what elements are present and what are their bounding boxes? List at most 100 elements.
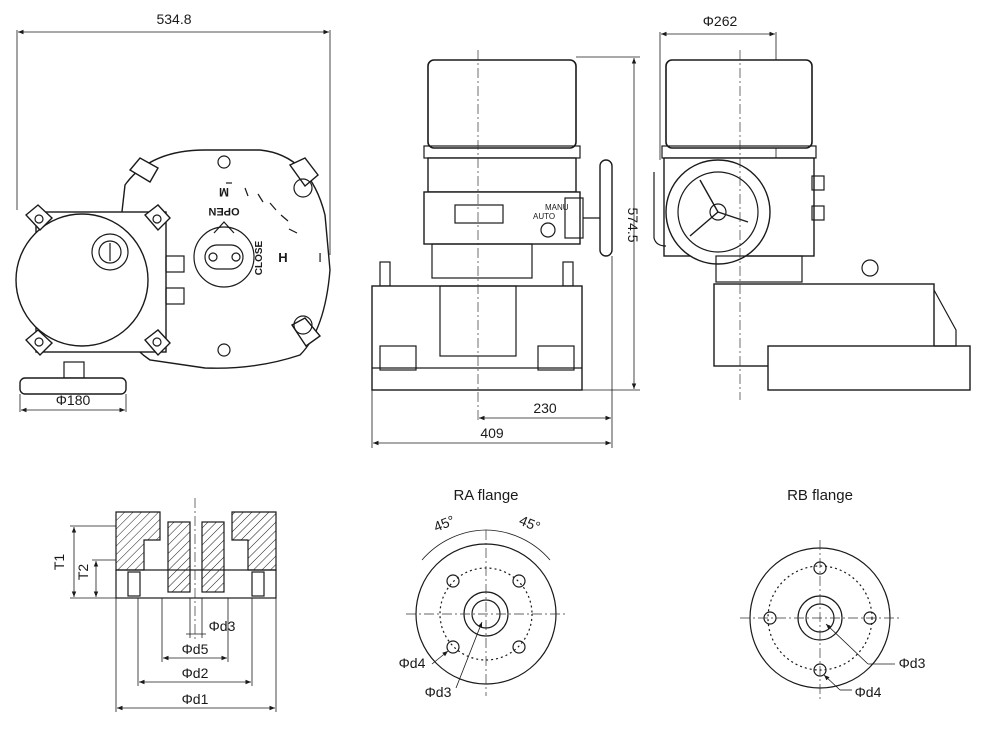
bolt-hole	[152, 337, 162, 347]
handwheel-spokes	[689, 179, 749, 237]
section-d5-label: Φd5	[182, 641, 209, 657]
ra-d4-leader	[431, 650, 449, 665]
handwheel-diameter-label: Φ180	[56, 392, 91, 408]
cable-gland	[811, 175, 825, 191]
section-core-right	[201, 521, 225, 593]
gauge-outer	[91, 233, 129, 271]
indicator-tick	[257, 193, 264, 203]
motor-lug	[143, 204, 171, 232]
end-view: Φ262	[653, 13, 971, 400]
indicator-dot	[231, 252, 241, 262]
manu-label: MANU	[545, 203, 569, 212]
nameplate	[454, 204, 504, 224]
rb-d4-label: Φd4	[855, 684, 882, 700]
mark-h: H	[278, 250, 287, 265]
gear-housing	[427, 157, 577, 193]
ra-angle-arc-left	[421, 529, 487, 561]
rb-flange: RB flange Φd3 Φd4	[740, 487, 926, 700]
auto-label: AUTO	[533, 212, 555, 221]
motor-cover	[15, 213, 149, 347]
handwheel-hub	[709, 203, 727, 221]
section-view: T1 T2 Φd3 Φd5 Φd2 Φd1	[51, 498, 277, 712]
motor-lug	[24, 329, 54, 357]
t2-label: T2	[75, 564, 91, 581]
motor-cover	[665, 59, 813, 149]
indicator-dot	[208, 252, 218, 262]
lifting-eye	[562, 261, 574, 287]
mounting-base	[371, 285, 583, 391]
handwheel-rim	[19, 377, 127, 395]
housing-lug	[290, 317, 322, 347]
handwheel-rim-side	[599, 159, 613, 257]
section-core-left	[167, 521, 191, 593]
motor-lug	[24, 204, 54, 232]
ra-d3-leader	[455, 621, 483, 689]
base-pad	[379, 345, 417, 371]
lifting-eye	[861, 259, 879, 277]
section-left-wall	[115, 511, 161, 571]
cable-gland	[165, 287, 185, 305]
ra-d4-label: Φd4	[399, 655, 426, 671]
cable-gland	[165, 255, 185, 273]
ra-angle-right: 45°	[517, 512, 543, 535]
section-right-wall	[231, 511, 277, 571]
cable-gland	[811, 205, 825, 221]
section-base	[115, 569, 277, 599]
ra-d3-label: Φd3	[425, 684, 452, 700]
bolt-hole	[34, 337, 44, 347]
lifting-eye	[379, 261, 391, 287]
t1-label: T1	[51, 554, 67, 571]
ra-bolt-hole	[512, 640, 526, 654]
housing-lug	[128, 157, 159, 183]
ra-angle-left: 45°	[431, 512, 457, 535]
rb-flange-title: RB flange	[787, 487, 853, 504]
open-label: OPEN	[208, 205, 239, 217]
bolt-hole	[34, 214, 44, 224]
motor-lug	[143, 329, 171, 357]
ra-bolt-hole	[446, 574, 460, 588]
selector-knob	[540, 222, 556, 238]
indicator-tick	[269, 202, 277, 211]
indicator-tick	[280, 214, 289, 222]
lower-housing	[431, 243, 533, 279]
section-bolt	[251, 571, 265, 597]
mark-i: I	[318, 250, 322, 265]
bolt-head	[217, 343, 231, 357]
gauge-inner	[98, 240, 122, 264]
handwheel-inner	[677, 171, 759, 253]
ra-bolt-hole	[512, 574, 526, 588]
ra-flange: RA flange 45° 45° Φd4 Φd3	[399, 487, 566, 700]
bolt-head	[293, 315, 313, 335]
height-label: 574.5	[625, 207, 641, 242]
lower-housing	[715, 255, 803, 283]
handwheel-hub	[63, 361, 85, 379]
indicator-slot	[204, 244, 244, 270]
bolt-head	[217, 155, 231, 169]
rb-d3-label: Φd3	[899, 655, 926, 671]
side-handle	[653, 172, 667, 247]
indicator-window	[193, 226, 255, 288]
section-d2-label: Φd2	[182, 665, 209, 681]
base-pad	[537, 345, 575, 371]
electrical-box	[423, 191, 581, 245]
mark-m: M	[219, 185, 229, 199]
section-bolt	[127, 571, 141, 597]
bolt-head	[293, 178, 313, 198]
ra-angle-arc-right	[485, 529, 551, 561]
side-view: AUTO MANU 574.5 230 409	[371, 50, 641, 448]
motor-cover	[427, 59, 577, 149]
bolt-hole	[152, 214, 162, 224]
base-rib	[933, 289, 957, 347]
depth-409-label: 409	[480, 425, 504, 441]
cover-diameter-label: Φ262	[703, 13, 738, 29]
section-d1-label: Φd1	[182, 691, 209, 707]
rb-d4-leader	[823, 674, 841, 691]
section-d3-label: Φd3	[209, 618, 236, 634]
front-view: 534.8 M OPEN CLOSE H I	[15, 11, 331, 413]
indicator-tick	[244, 187, 249, 197]
ra-flange-title: RA flange	[453, 487, 518, 504]
depth-230-label: 230	[533, 400, 557, 416]
base-foot	[767, 345, 971, 391]
ra-bolt-hole	[446, 640, 460, 654]
